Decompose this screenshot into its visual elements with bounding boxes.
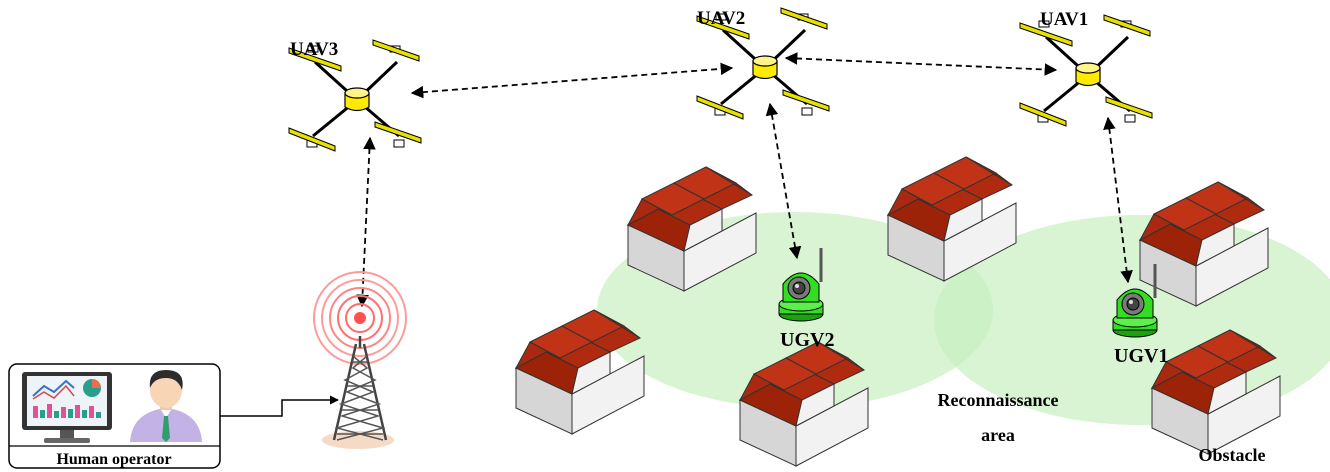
reconnaissance-label-line1: Reconnaissance: [938, 390, 1059, 410]
signal-rings: [313, 271, 407, 365]
link-uav3-tower: [356, 136, 376, 308]
link-uav1-ugv1: [1103, 116, 1133, 284]
human-operator-panel: [8, 363, 221, 469]
monitor-icon: [22, 372, 112, 443]
ugv1-label: UGV1: [1114, 345, 1168, 367]
radio-tower-icon: [322, 336, 394, 449]
obstacle-label: Obstacle: [1199, 445, 1266, 465]
drone-icon: [1018, 13, 1154, 128]
link-uav2-uav1: [784, 52, 1058, 76]
link-uav2-ugv2: [765, 102, 802, 260]
reconnaissance-label-line2: area: [981, 425, 1015, 445]
uav1-label: UAV1: [1040, 9, 1088, 30]
link-operator-tower: [213, 395, 339, 421]
person-icon: [130, 370, 202, 442]
uav3-label: UAV3: [290, 39, 338, 60]
human-operator-label: Human operator: [56, 451, 171, 468]
ugv2-label: UGV2: [780, 329, 834, 351]
uav2-label: UAV2: [697, 8, 745, 29]
link-uav3-uav2: [410, 62, 734, 99]
building-icon: [515, 309, 645, 435]
